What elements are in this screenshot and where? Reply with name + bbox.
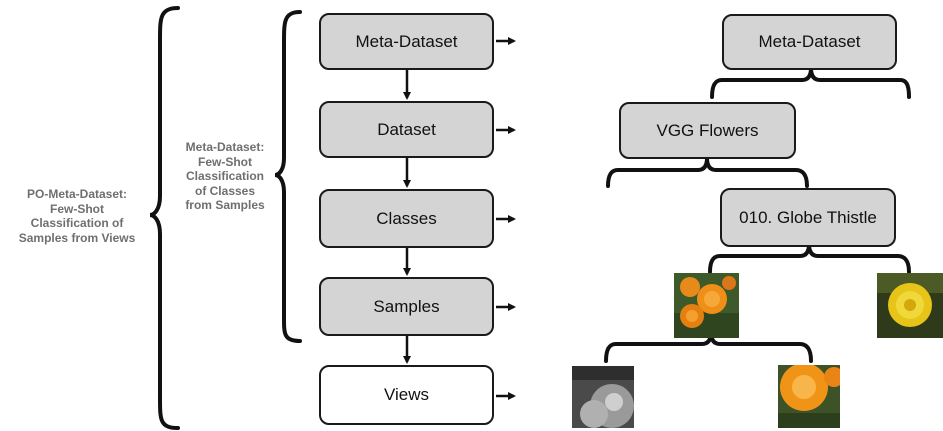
marigold-sample-image [674,273,739,338]
cropped-view-image [778,365,840,428]
grayscale-view-photo [572,366,634,428]
brace-under-vgg-flowers [606,157,809,188]
outer-left-brace [149,6,180,430]
po-meta-dataset-label: PO-Meta-Dataset: Few-Shot Classification… [18,187,136,245]
grayscale-view-image [572,366,634,428]
marigold-sample-photo [674,273,739,338]
level-box-meta-dataset: Meta-Dataset [319,13,494,70]
brace-under-globe-thistle [708,243,911,274]
meta-dataset-label: Meta-Dataset: Few-Shot Classification of… [185,140,265,212]
cropped-view-photo [778,365,840,428]
yellow-flower-sample-photo [877,273,943,338]
level-box-dataset: Dataset [319,101,494,158]
level-box-samples: Samples [319,277,494,336]
level-box-views: Views [319,365,494,425]
tree-root-box: Meta-Dataset [722,14,897,70]
brace-under-meta-dataset [710,67,911,99]
level-box-classes: Classes [319,189,494,248]
tree-dataset-box: VGG Flowers [619,102,796,159]
level-label: Samples [373,296,440,316]
yellow-flower-sample-image [877,273,943,338]
inner-left-brace [274,10,302,343]
tree-class-box: 010. Globe Thistle [720,188,896,247]
level-label: Dataset [377,119,436,139]
level-label: Meta-Dataset [355,31,458,51]
level-label: Views [383,385,430,404]
level-label: Classes [376,208,437,228]
